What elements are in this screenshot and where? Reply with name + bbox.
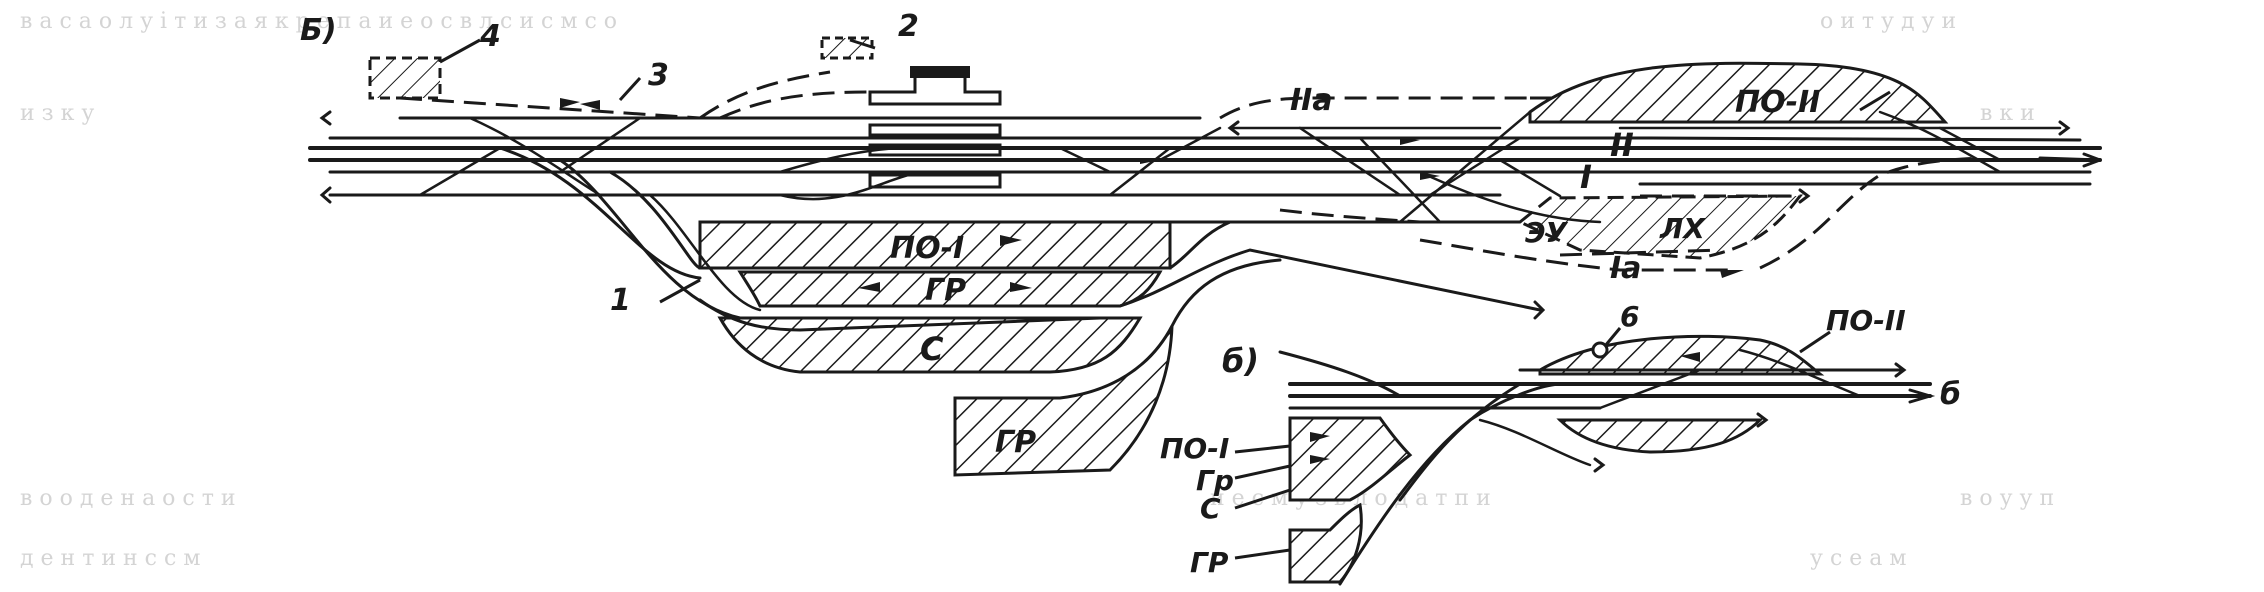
zone-label-po1: ПО-I <box>890 231 964 266</box>
bleed-through-text: в а с а о л у і т и з а я к р е п а и е … <box>20 9 2054 571</box>
projected-tracks <box>399 70 1981 272</box>
svg-text:в о о д е н а о с т и: в о о д е н а о с т и <box>20 486 236 511</box>
zone-s-area <box>717 316 1143 374</box>
inset-label-po2: ПО-II <box>1826 304 1906 337</box>
svg-text:в а с а о л у і т и з а я к р: в а с а о л у і т и з а я к р е п а и е … <box>20 9 617 34</box>
track-label-1a: Iа <box>1610 251 1641 286</box>
inset-label-s: С <box>1200 492 1221 525</box>
zone-label-gr-inner: ГР <box>925 273 966 308</box>
zone-po2-area <box>1528 61 1949 124</box>
zone-label-eu: ЭУ <box>1525 216 1569 249</box>
zone-label-lh: ЛХ <box>1659 212 1706 245</box>
yard-tracks <box>418 110 2002 332</box>
svg-text:и з к у: и з к у <box>20 101 94 126</box>
inset-label-gr2: ГР <box>1190 546 1229 579</box>
zone-label-gr-outer: ГР <box>995 425 1036 460</box>
track-label-1: I <box>1580 158 1592 196</box>
track-label-2: II <box>1610 126 1634 164</box>
main-tracks <box>308 110 2102 320</box>
inset-tracks <box>1278 348 1936 586</box>
svg-text:о и т у д у и: о и т у д у и <box>1820 9 1956 34</box>
svg-text:в о у у п: в о у у п <box>1960 486 2054 511</box>
zone-label-po2: ПО-II <box>1735 85 1820 120</box>
part-a-label: Б) <box>300 13 337 48</box>
inset-callout-b: б <box>1940 377 1961 412</box>
inset-arrows <box>1310 352 1700 464</box>
callout-3: 3 <box>648 58 669 93</box>
zone-eu-lh-area <box>1517 194 1804 260</box>
zone-4-area <box>368 56 442 100</box>
callout-2: 2 <box>898 9 919 44</box>
inset-leaders <box>1234 327 1831 560</box>
inset-label-gr: Гр <box>1196 464 1234 497</box>
inset-callout-6: 6 <box>1620 300 1639 333</box>
inset-point-6-marker <box>1591 341 1609 359</box>
scheme-b: б) 6 б ПО-II ПО-I Гр С ГР <box>1160 300 1961 586</box>
svg-text:д е н т и н с с м: д е н т и н с с м <box>20 546 200 571</box>
zone-label-s: С <box>920 330 944 368</box>
svg-text:у с е а м: у с е а м <box>1810 546 1907 571</box>
platform-1 <box>868 123 1002 137</box>
inset-label-po1: ПО-I <box>1160 432 1229 465</box>
callout-1: 1 <box>610 283 631 318</box>
svg-text:в к и: в к и <box>1980 101 2035 126</box>
track-label-2a: IIа <box>1290 83 1333 118</box>
inset-zone-po2-area <box>1538 334 1825 376</box>
zone-po1-area <box>698 220 1172 270</box>
scheme-a: Б) 1 2 3 4 IIа II I Iа ПО-II ПО-I ГР С Г… <box>300 9 2102 477</box>
part-b-label: б) <box>1222 342 1259 380</box>
direction-arrows <box>560 98 1744 292</box>
zone-2-area <box>820 36 874 60</box>
callout-4: 4 <box>479 19 501 54</box>
station-building <box>868 66 1002 189</box>
inset-zone-lower-area <box>1556 418 1764 454</box>
inset-zone-gr2 <box>1288 502 1363 584</box>
callout-leaders <box>439 38 1891 304</box>
